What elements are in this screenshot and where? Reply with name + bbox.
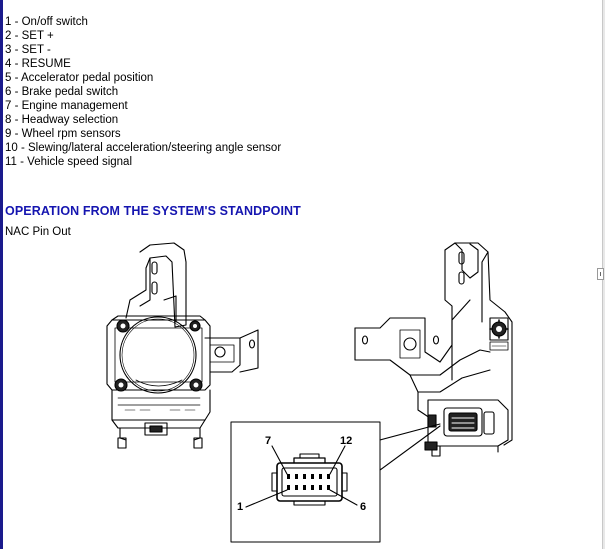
- pin-row-top: [287, 474, 330, 479]
- pin-7-leader: [271, 445, 288, 475]
- mounting-hole: [214, 346, 226, 358]
- radar-lens: [119, 316, 197, 394]
- legend-item: 4 - RESUME: [5, 58, 71, 70]
- callout-box: [230, 421, 381, 543]
- legend-item: 9 - Wheel rpm sensors: [5, 128, 121, 140]
- connector-pin-callout: 7 12 1 6: [230, 421, 441, 543]
- legend-list: 1 - On/off switch 2 - SET + 3 - SET - 4 …: [5, 15, 281, 169]
- legend-item: 2 - SET +: [5, 30, 54, 42]
- connector-face: [276, 462, 343, 502]
- legend-item: 5 - Accelerator pedal position: [5, 72, 154, 84]
- pin-1-label: 1: [237, 501, 243, 513]
- bracket-slot: [151, 281, 158, 295]
- module-connector: [443, 407, 483, 437]
- legend-item: 1 - On/off switch: [5, 16, 88, 28]
- legend-item: 11 - Vehicle speed signal: [5, 156, 133, 168]
- nac-module-front-view: [106, 242, 259, 449]
- legend-item: 7 - Engine management: [5, 100, 128, 112]
- page-break-marker-icon[interactable]: [597, 268, 604, 280]
- pin-6-label: 6: [360, 501, 366, 513]
- legend-item: 3 - SET -: [5, 44, 51, 56]
- legend-item: 8 - Headway selection: [5, 114, 119, 126]
- pin-row-bottom: [287, 485, 330, 490]
- legend-item: 6 - Brake pedal switch: [5, 86, 119, 98]
- nac-module-rear-view: [354, 242, 513, 457]
- connector-tab: [144, 422, 168, 436]
- pin-7-label: 7: [265, 435, 271, 447]
- pin-12-leader: [329, 445, 346, 475]
- bracket-slot: [151, 261, 158, 275]
- section-subtitle: NAC Pin Out: [5, 226, 71, 238]
- pin-1-leader: [245, 489, 288, 508]
- pin-12-label: 12: [340, 435, 352, 447]
- section-title: OPERATION FROM THE SYSTEM'S STANDPOINT: [5, 204, 301, 218]
- pin-6-leader: [329, 489, 358, 506]
- legend-item: 10 - Slewing/lateral acceleration/steeri…: [5, 142, 282, 154]
- page-left-border: [0, 0, 3, 549]
